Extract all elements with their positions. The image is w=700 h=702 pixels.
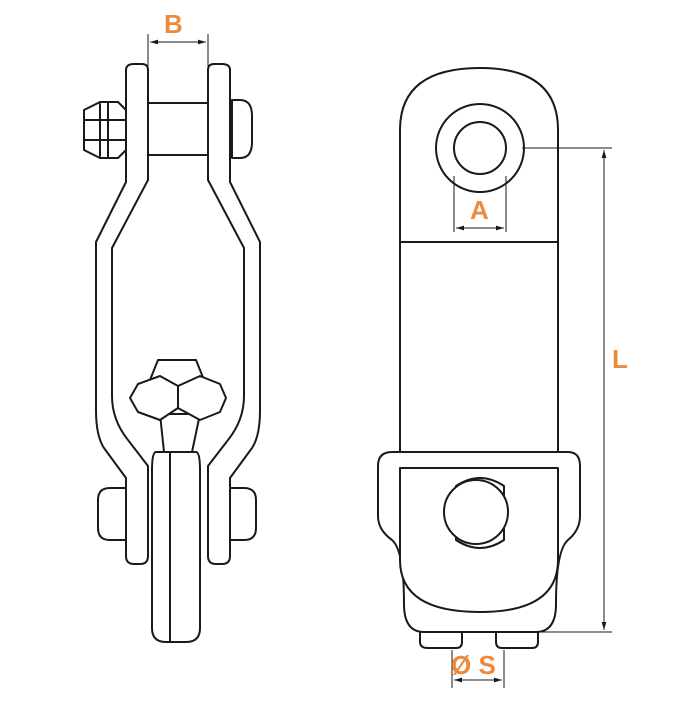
bottom-right-bolt-end xyxy=(229,487,257,541)
swivel-hex-nuts-icon xyxy=(129,359,227,421)
lower-fork xyxy=(151,413,201,643)
top-pin xyxy=(147,102,209,156)
top-pin-head xyxy=(453,121,507,175)
top-nut-icon xyxy=(83,101,127,159)
bottom-lug-left xyxy=(419,629,463,649)
bottom-left-bolt-end xyxy=(97,487,127,541)
bottom-pin-icon xyxy=(443,477,509,549)
dimension-s xyxy=(451,650,505,688)
label-a: A xyxy=(470,195,489,225)
top-pin-cap xyxy=(231,99,253,159)
label-l: L xyxy=(612,344,628,374)
dimension-b xyxy=(147,34,209,66)
right-side-plate xyxy=(207,63,261,565)
left-side-plate xyxy=(95,63,149,565)
front-view xyxy=(377,67,612,688)
middle-body xyxy=(399,241,559,469)
dimension-l xyxy=(522,147,612,633)
side-view xyxy=(83,34,261,643)
label-b: B xyxy=(164,9,183,39)
dimension-a xyxy=(453,176,507,232)
bottom-lug-right xyxy=(495,629,539,649)
label-s: Ø S xyxy=(451,650,496,680)
